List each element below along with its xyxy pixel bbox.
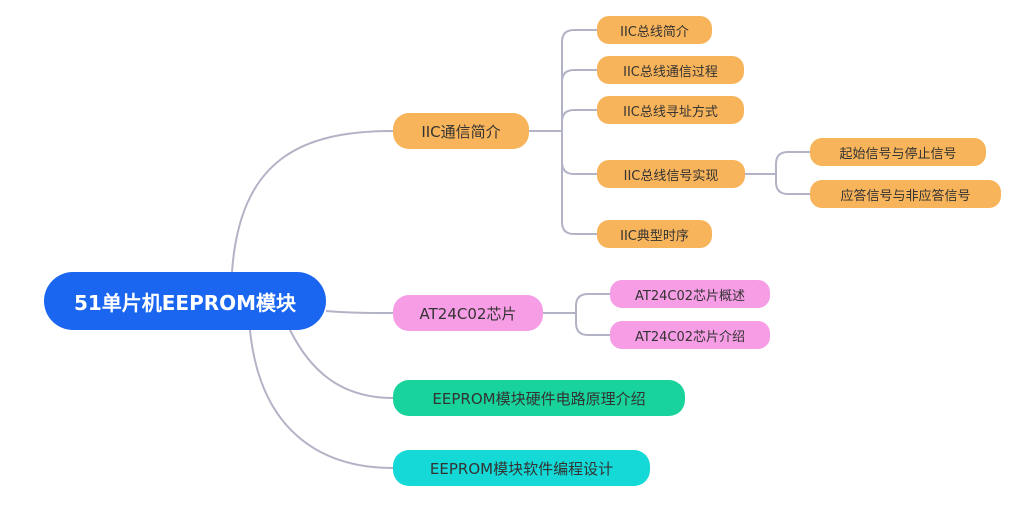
node-label: EEPROM模块硬件电路原理介绍 — [432, 389, 646, 408]
node-label: IIC总线通信过程 — [623, 64, 718, 80]
node-iic-intro[interactable]: IIC通信简介 — [393, 113, 529, 149]
link-root-hardware — [289, 329, 394, 399]
node-label: AT24C02芯片概述 — [635, 288, 745, 304]
link-at24-c2 — [575, 313, 610, 336]
node-label: IIC通信简介 — [421, 122, 501, 141]
node-iic-bus-intro[interactable]: IIC总线简介 — [597, 16, 712, 44]
node-at24c02-intro[interactable]: AT24C02芯片介绍 — [610, 321, 770, 349]
node-eeprom-hardware[interactable]: EEPROM模块硬件电路原理介绍 — [393, 380, 685, 416]
node-label: IIC典型时序 — [620, 228, 689, 244]
link-iic-c2 — [561, 69, 597, 83]
node-iic-bus-signal[interactable]: IIC总线信号实现 — [597, 160, 745, 188]
root-node[interactable]: 51单片机EEPROM模块 — [44, 272, 326, 330]
node-label: IIC总线简介 — [620, 24, 689, 40]
node-label: AT24C02芯片 — [419, 304, 517, 323]
link-iic-c3 — [561, 109, 597, 123]
node-label: IIC总线寻址方式 — [623, 104, 718, 120]
node-eeprom-software[interactable]: EEPROM模块软件编程设计 — [393, 450, 650, 486]
link-signal-c2 — [775, 174, 810, 195]
node-ack-nack-signal[interactable]: 应答信号与非应答信号 — [810, 180, 1001, 208]
node-label: EEPROM模块软件编程设计 — [429, 459, 614, 478]
root-label: 51单片机EEPROM模块 — [73, 290, 297, 315]
node-label: 起始信号与停止信号 — [839, 146, 957, 162]
link-iic-bracket — [561, 29, 597, 235]
link-root-at24c02 — [325, 310, 394, 314]
node-label: IIC总线信号实现 — [623, 168, 719, 184]
link-root-iic — [231, 130, 394, 273]
node-label: 应答信号与非应答信号 — [840, 188, 971, 204]
node-iic-bus-comm[interactable]: IIC总线通信过程 — [597, 56, 744, 84]
link-at24-c1 — [575, 293, 610, 313]
link-root-software — [249, 329, 394, 469]
node-iic-bus-addressing[interactable]: IIC总线寻址方式 — [597, 96, 744, 124]
node-start-stop-signal[interactable]: 起始信号与停止信号 — [810, 138, 986, 166]
link-iic-c4 — [561, 161, 597, 175]
node-label: AT24C02芯片介绍 — [635, 329, 745, 345]
link-signal-c1 — [775, 151, 810, 174]
node-at24c02[interactable]: AT24C02芯片 — [393, 295, 543, 331]
node-iic-timing[interactable]: IIC典型时序 — [597, 220, 712, 248]
node-at24c02-overview[interactable]: AT24C02芯片概述 — [610, 280, 770, 308]
